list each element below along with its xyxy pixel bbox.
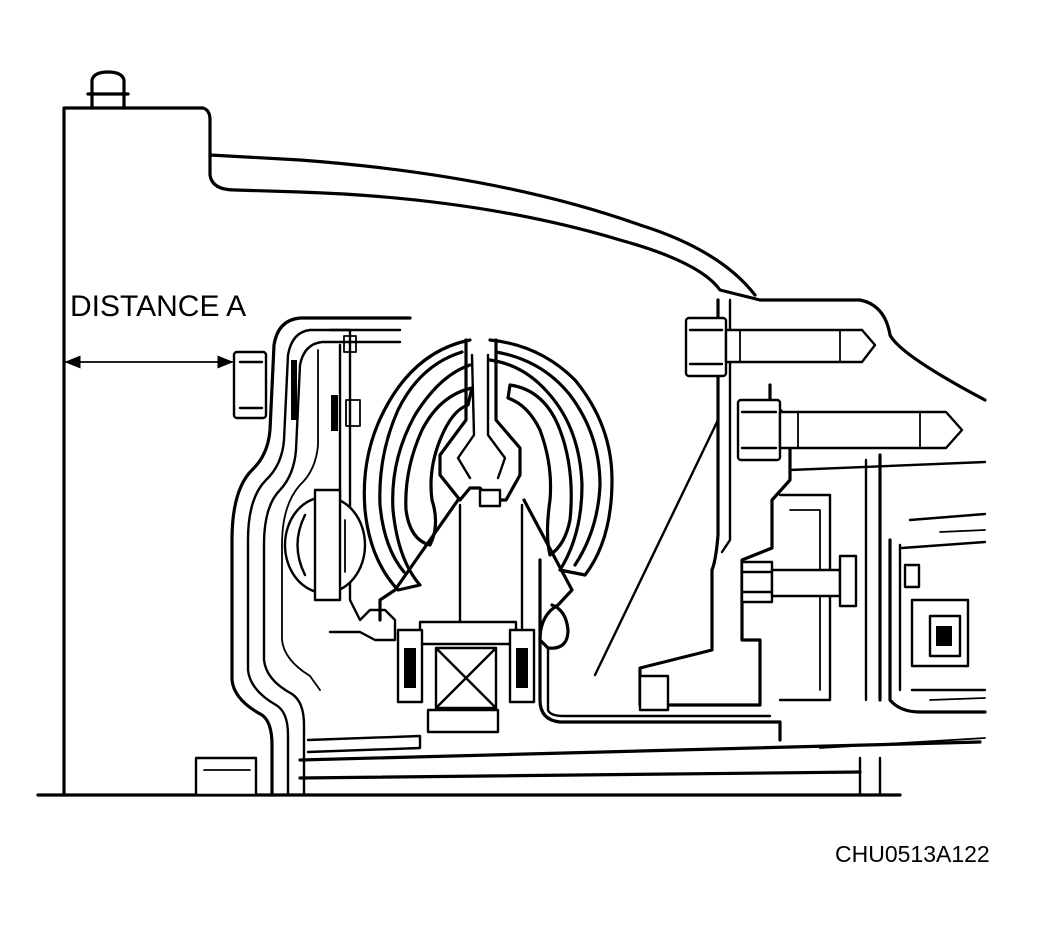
lower-bolt (740, 554, 858, 608)
converter-pilot-boss (232, 350, 268, 420)
middle-bolt (736, 398, 964, 462)
clutch-pack-detail (888, 512, 987, 714)
damper-assembly (283, 328, 397, 642)
turbine-impeller-torus (362, 338, 614, 592)
pump-housing (593, 298, 987, 712)
upper-bolt (684, 316, 877, 378)
input-shaft (194, 558, 986, 797)
figure-code: CHU0513A122 (835, 841, 990, 867)
converter-front-cover (230, 316, 412, 797)
bell-housing (62, 70, 987, 797)
distance-a-dimension: DISTANCE A (64, 290, 246, 369)
stator-clutch (378, 498, 574, 734)
distance-a-label: DISTANCE A (70, 290, 246, 323)
